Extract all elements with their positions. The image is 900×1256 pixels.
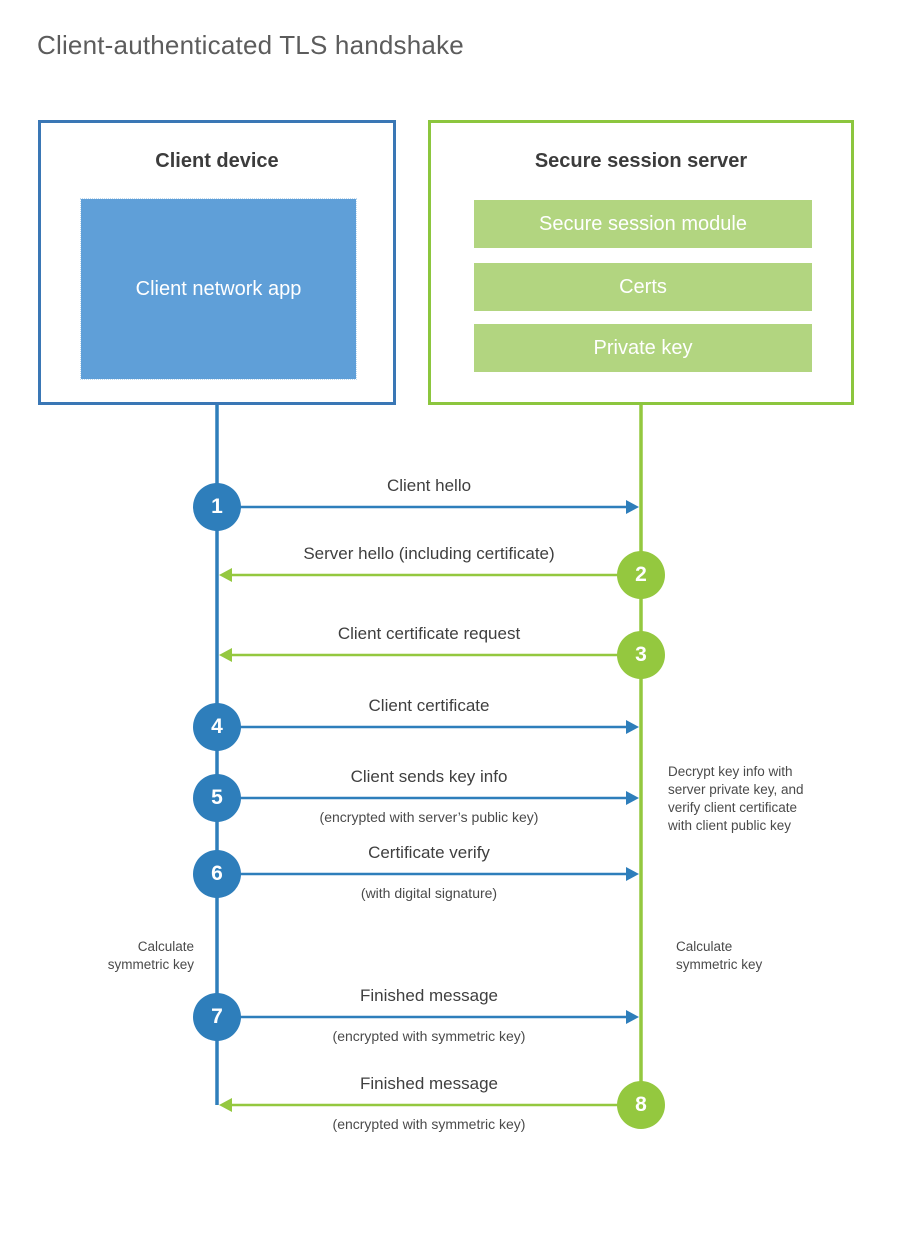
- message-label-2: Server hello (including certificate): [303, 544, 555, 563]
- step-number-4: 4: [193, 703, 241, 751]
- message-label-4: Client certificate: [368, 696, 490, 715]
- secure-session-server-box: Secure session server Secure session mod…: [428, 120, 854, 405]
- message-arrow-4: [217, 720, 639, 734]
- message-arrow-2: [219, 568, 641, 582]
- message-arrow-3: [219, 648, 641, 662]
- message-label-3: Client certificate request: [337, 624, 521, 643]
- message-sublabel-8: (encrypted with symmetric key): [332, 1116, 526, 1132]
- message-label-6: Certificate verify: [368, 843, 490, 862]
- step-number-2: 2: [617, 551, 665, 599]
- client-calculate-note: Calculate symmetric key: [107, 939, 194, 972]
- message-label-5: Client sends key info: [350, 767, 508, 786]
- message-arrow-8: [219, 1098, 641, 1112]
- message-arrow-5: [217, 791, 639, 805]
- message-sublabel-5: (encrypted with server’s public key): [319, 809, 539, 825]
- server-decrypt-note: Decrypt key info with server private key…: [668, 764, 804, 833]
- step-number-3: 3: [617, 631, 665, 679]
- step-number-1: 1: [193, 483, 241, 531]
- client-network-app-block: Client network app: [80, 198, 357, 380]
- secure-session-server-title: Secure session server: [534, 150, 748, 172]
- step-number-8: 8: [617, 1081, 665, 1129]
- message-arrow-6: [217, 867, 639, 881]
- step-number-6: 6: [193, 850, 241, 898]
- client-device-title: Client device: [155, 150, 279, 172]
- message-arrow-7: [217, 1010, 639, 1024]
- step-number-7: 7: [193, 993, 241, 1041]
- client-device-box: Client device Client network app: [38, 120, 396, 405]
- step-number-5: 5: [193, 774, 241, 822]
- message-sublabel-7: (encrypted with symmetric key): [332, 1028, 526, 1044]
- page-title: Client-authenticated TLS handshake: [37, 30, 464, 60]
- message-arrow-1: [217, 500, 639, 514]
- server-module-private-key: Private key: [474, 324, 812, 372]
- server-module-certs: Certs: [474, 263, 812, 311]
- message-label-8: Finished message: [360, 1074, 498, 1093]
- server-module-secure-session-module: Secure session module: [474, 200, 812, 248]
- server-calculate-note: Calculate symmetric key: [676, 939, 763, 972]
- message-sublabel-6: (with digital signature): [360, 885, 498, 901]
- message-label-1: Client hello: [386, 476, 472, 495]
- message-label-7: Finished message: [360, 986, 498, 1005]
